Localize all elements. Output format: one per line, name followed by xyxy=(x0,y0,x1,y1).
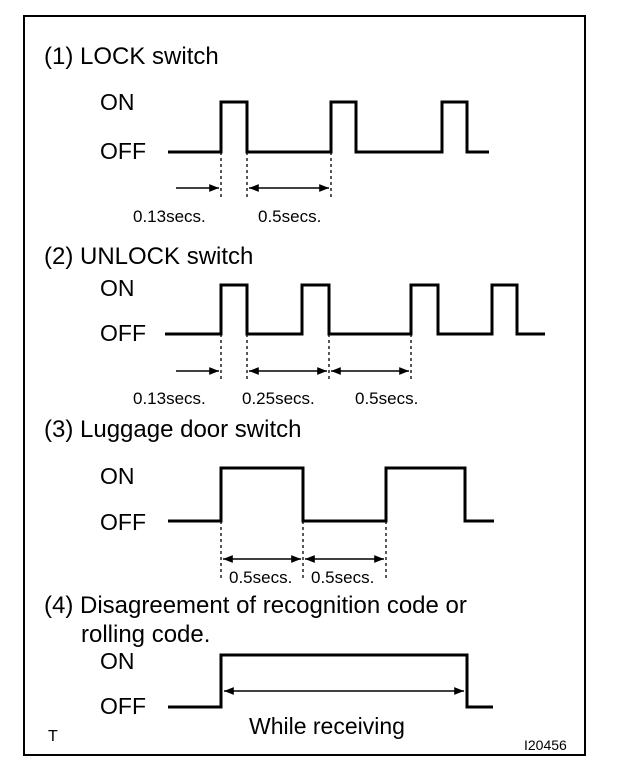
disagreement-off-label: OFF xyxy=(100,693,146,719)
unlock-off-label: OFF xyxy=(100,320,146,346)
luggage-on-label: ON xyxy=(100,463,135,489)
unlock-duration-long-interval: 0.5secs. xyxy=(355,389,419,408)
luggage-off-label: OFF xyxy=(100,509,146,535)
luggage-door-switch-heading: (3) Luggage door switch xyxy=(44,416,302,443)
disagreement-on-label: ON xyxy=(100,648,135,674)
unlock-switch-waveform xyxy=(165,283,545,336)
unlock-on-label: ON xyxy=(100,275,135,301)
footer-left-mark: T xyxy=(48,728,58,745)
lock-duration-pulse: 0.13secs. xyxy=(133,207,206,226)
while-receiving-caption: While receiving xyxy=(249,713,405,739)
disagreement-waveform xyxy=(168,653,493,709)
lock-switch-heading: (1) LOCK switch xyxy=(44,43,219,70)
disagreement-heading-line2: rolling code. xyxy=(81,621,211,648)
lock-switch-waveform xyxy=(168,100,489,154)
luggage-duration-on: 0.5secs. xyxy=(229,568,293,587)
unlock-duration-pulse: 0.13secs. xyxy=(133,389,206,408)
disagreement-heading-line1: (4) Disagreement of recognition code or xyxy=(44,592,467,619)
luggage-duration-off: 0.5secs. xyxy=(311,568,375,587)
lock-off-label: OFF xyxy=(100,138,146,164)
unlock-duration-short-interval: 0.25secs. xyxy=(242,389,315,408)
diagram-frame xyxy=(23,15,586,756)
lock-on-label: ON xyxy=(100,89,135,115)
figure-code: I20456 xyxy=(524,737,567,753)
unlock-switch-heading: (2) UNLOCK switch xyxy=(44,243,254,270)
lock-duration-interval: 0.5secs. xyxy=(258,207,322,226)
luggage-door-switch-waveform xyxy=(168,466,494,523)
